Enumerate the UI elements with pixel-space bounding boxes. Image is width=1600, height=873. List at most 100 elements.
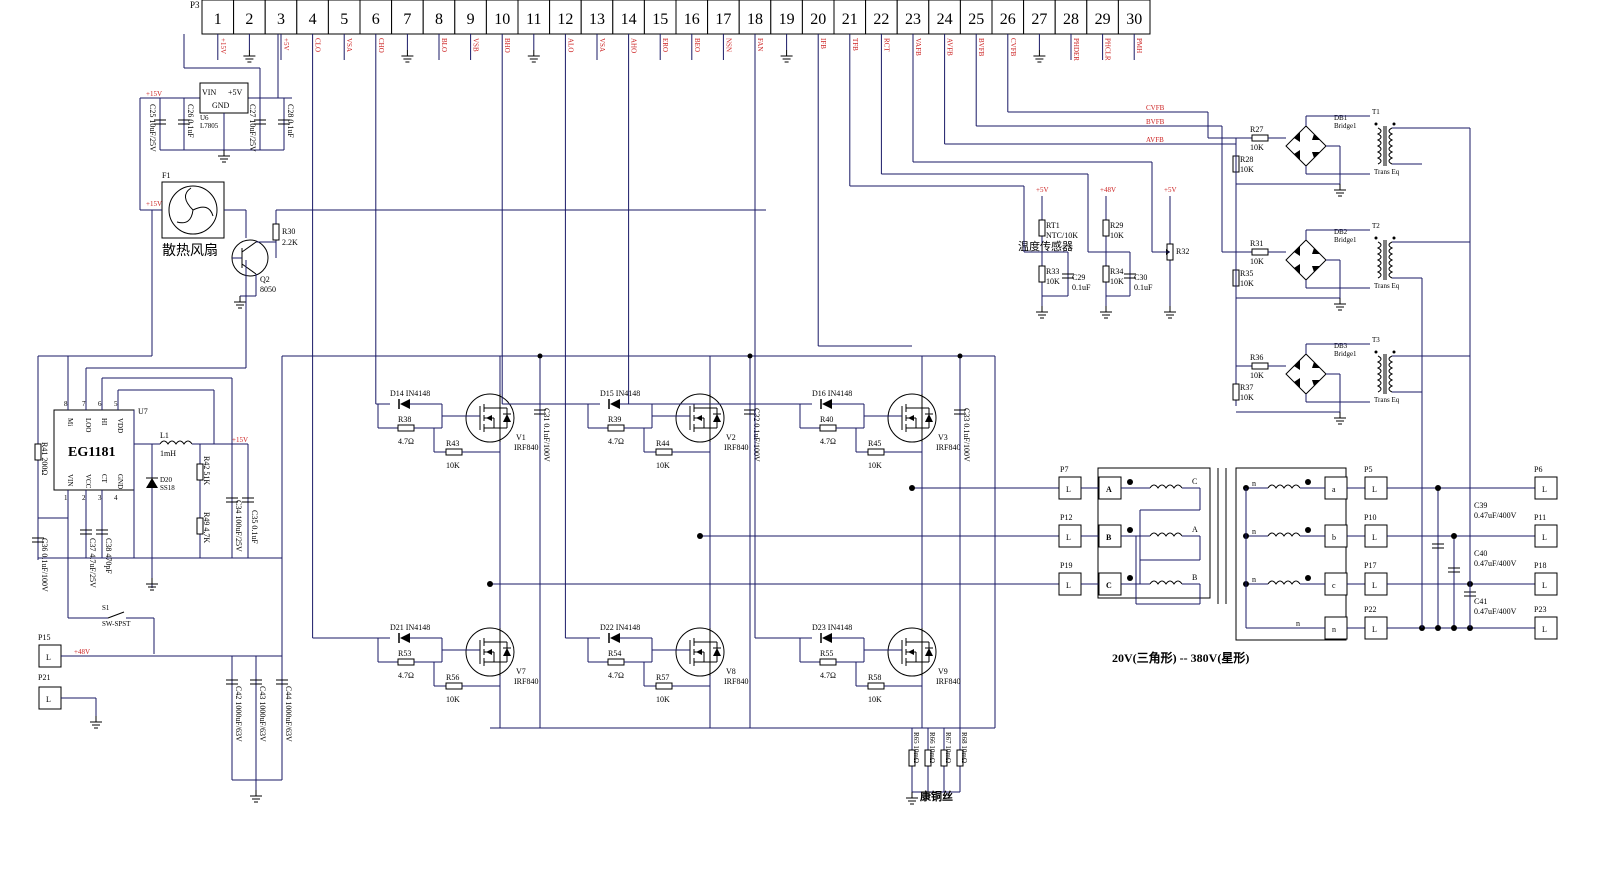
bridge-rectifier-icon [1285,239,1327,281]
r34-val: 10K [1110,277,1124,286]
diode-icon [398,398,411,410]
p15-ref: P15 [38,633,50,642]
out-right-pin: L [1542,485,1547,494]
connector-pin-number: 3 [277,11,285,28]
diode-label: D21 IN4148 [390,623,430,632]
prim-winding-end: B [1192,573,1197,582]
connector-signal-label: ALO [566,38,574,52]
r66-label: R66 10mΩ [928,732,936,763]
gate-resistor-ref: R55 [820,649,833,658]
fb-trans-ref: T3 [1372,336,1380,344]
r34-ref: R34 [1110,267,1123,276]
mosfet-part: IRF840 [514,443,538,452]
sec-winding-end: n [1252,575,1256,584]
rt1-label: 温度传感器 [1018,239,1073,253]
bridge-rectifier-icon [1285,125,1327,167]
pulldown-ref: R45 [868,439,881,448]
sec-term-c: c [1332,581,1336,590]
connector-pin-number: 29 [1095,11,1111,28]
prim-winding-end: C [1192,477,1197,486]
diode-icon [608,632,621,644]
c29-val: 0.1uF [1072,283,1091,292]
gate-resistor-val: 4.7Ω [608,671,624,680]
regulator-ref: U6 [200,114,209,122]
gate-resistor-val: 4.7Ω [398,671,414,680]
sec-term-a: a [1332,485,1336,494]
fan-rail: +15V [146,200,162,208]
prim-term-a: A [1106,485,1112,494]
connector-signal-label: ERO [661,38,669,52]
eg1181-pin-gnd: GND [116,474,124,489]
connector-pin-number: 22 [873,11,889,28]
rt1-ref: RT1 [1046,221,1060,230]
eg1181-pinnum-2: 2 [82,494,86,502]
connector-signal-label: VSA [598,38,606,52]
c30-val: 0.1uF [1134,283,1153,292]
c37-label: C37 4.7uF/25V [88,538,97,588]
pulldown-ref: R58 [868,673,881,682]
connector-pin-number: 23 [905,11,921,28]
eg1181-pinnum-1: 1 [64,494,68,502]
sec-term-b: b [1332,533,1336,542]
fb-rtop-ref: R27 [1250,125,1263,134]
regulator-rail: +15V [146,90,162,98]
connector-pin-number: 28 [1063,11,1079,28]
pulldown-ref: R57 [656,673,669,682]
fb-net-label: AVFB [1146,136,1164,144]
fb-rbot-ref: R35 [1240,269,1253,278]
r29-val: 10K [1110,231,1124,240]
regulator-gnd: GND [212,101,230,110]
fb-trans-ref: T1 [1372,108,1380,116]
connector-pin-number: 13 [589,11,605,28]
prim-term-c: C [1106,581,1112,590]
connector-pin-cell [833,0,867,35]
connector-signal-label: FAN [756,38,764,51]
r30-ref: R30 [282,227,295,236]
transformer-secondary-box [1235,467,1347,641]
pulldown-val: 10K [446,461,460,470]
out-right-pin: L [1542,533,1547,542]
fb-bridge-ref: DB2 [1334,228,1348,236]
mosfet-icon [675,627,725,677]
diode-icon [820,398,833,410]
p7-pin: L [1066,485,1071,494]
diode-label: D23 IN4148 [812,623,852,632]
fb-rbot-ref: R37 [1240,383,1253,392]
c29-ref: C29 [1072,273,1085,282]
c34-label: C34 100uF/25V [234,500,243,552]
r49-label: R49 4.7K [202,512,211,543]
mosfet-ref: V3 [938,433,948,442]
connector-pin-cell [675,0,709,35]
fb-rbot-val: 10K [1240,279,1254,288]
mosfet-part: IRF840 [936,443,960,452]
connector-signal-label: VAFB [914,38,922,56]
sec-term-n: n [1332,625,1336,634]
connector-pin-number: 5 [340,11,348,28]
out-right-pin: L [1542,625,1547,634]
p21-ref: P21 [38,673,50,682]
c38-label: C38 470pF [104,538,113,574]
eg1181-pin-hi: HI [100,418,108,426]
gate-resistor-ref: R40 [820,415,833,424]
filter-cap-ref: C40 [1474,549,1487,558]
ground-icon [242,49,256,63]
connector-pin-number: 16 [684,11,700,28]
connector-ref: P3 [190,0,200,10]
eg1181-ic [53,409,135,491]
fb-rbot-val: 10K [1240,393,1254,402]
connector-signal-label: AVFB [946,38,954,56]
fb-net-label: BVFB [1146,118,1165,126]
p15-pin: L [46,653,51,662]
mosfet-icon [465,627,515,677]
gate-resistor-ref: R38 [398,415,411,424]
r65-label: R65 10mΩ [912,732,920,763]
regulator-vout: +5V [228,88,243,97]
fb-bridge-part: Bridge1 [1334,122,1357,130]
